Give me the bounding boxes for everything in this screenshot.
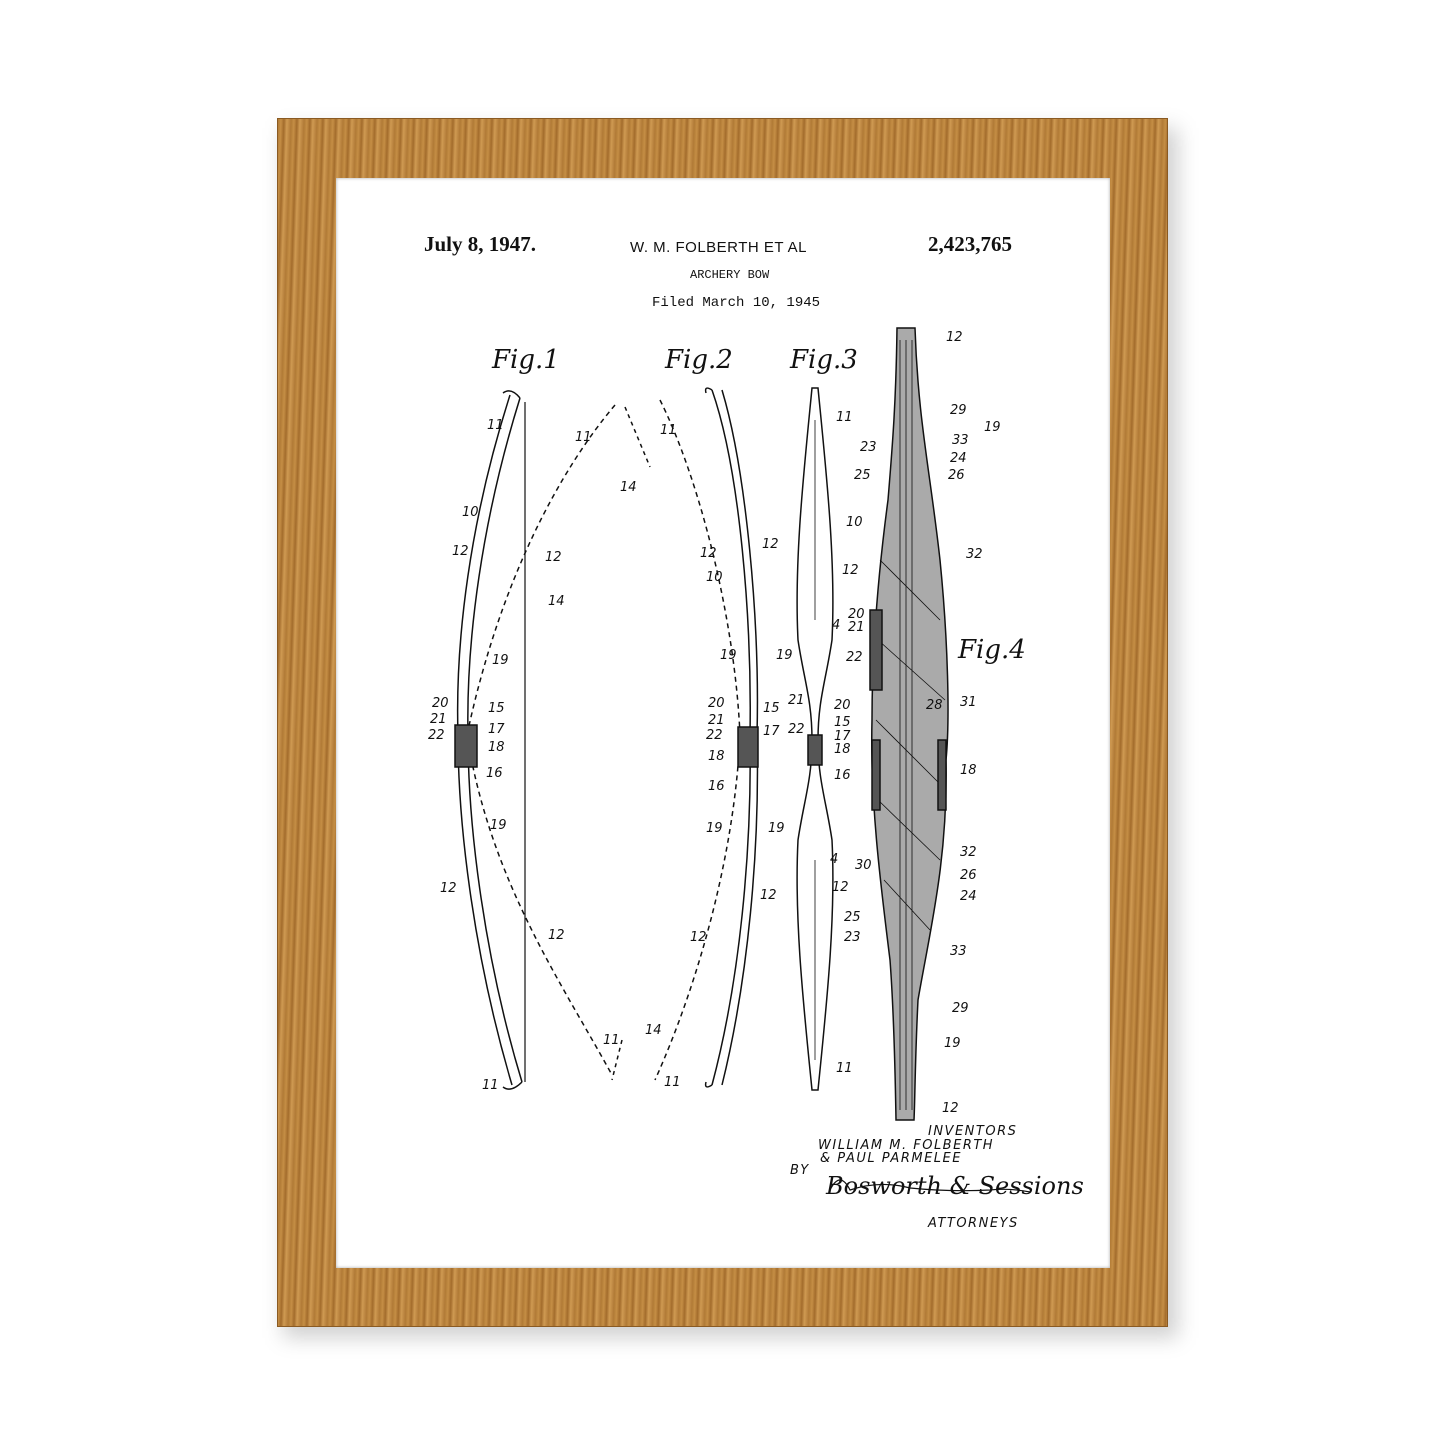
- fig3-reference-numeral: 16: [834, 768, 851, 783]
- fig4-reference-numeral: 33: [950, 944, 967, 959]
- fig1-reference-numeral: 15: [488, 701, 505, 716]
- fig4-reference-numeral: 12: [942, 1101, 959, 1116]
- fig4-reference-numeral: 22: [846, 650, 863, 665]
- fig1-reference-numeral: 19: [490, 818, 507, 833]
- fig1-reference-numeral: 21: [430, 712, 447, 727]
- fig4-reference-numeral: 24: [960, 889, 977, 904]
- fig2-reference-numeral: 19: [720, 648, 737, 663]
- fig3-reference-numeral: 11: [836, 410, 853, 425]
- fig1-reference-numeral: 18: [488, 740, 505, 755]
- fig2-reference-numeral: 21: [708, 713, 725, 728]
- by-label: BY: [790, 1163, 810, 1178]
- patent-title: ARCHERY BOW: [690, 268, 770, 282]
- fig3-reference-numeral: 11: [836, 1061, 853, 1076]
- fig4-reference-numeral: 31: [960, 695, 977, 710]
- fig4-reference-numeral: 19: [944, 1036, 961, 1051]
- fig3-reference-numeral: 15: [834, 715, 851, 730]
- fig4-reference-numeral: 26: [960, 868, 977, 883]
- fig4-reference-numeral: 20: [848, 607, 865, 622]
- fig4-reference-numeral: 26: [948, 468, 965, 483]
- fig2-reference-numeral: 10: [706, 570, 723, 585]
- fig2-label: Fig.2: [665, 345, 733, 375]
- fig4-reference-numeral: 29: [950, 403, 967, 418]
- fig1-reference-numeral: 11: [482, 1078, 499, 1093]
- fig2-reference-numeral: 18: [708, 749, 725, 764]
- fig2-reference-numeral: 20: [708, 696, 725, 711]
- fig4-reference-numeral: 33: [952, 433, 969, 448]
- print-paper: [336, 178, 1110, 1268]
- fig2-reference-numeral: 16: [708, 779, 725, 794]
- fig2-reference-numeral: 12: [762, 537, 779, 552]
- fig3-reference-numeral: 19: [776, 648, 793, 663]
- fig1-reference-numeral: 12: [452, 544, 469, 559]
- fig4-reference-numeral: 32: [966, 547, 983, 562]
- fig2-reference-numeral: 12: [760, 888, 777, 903]
- filed-date: Filed March 10, 1945: [652, 295, 821, 311]
- fig4-reference-numeral: 29: [952, 1001, 969, 1016]
- patent-date: July 8, 1947.: [424, 232, 537, 256]
- fig4-reference-numeral: 30: [855, 858, 872, 873]
- fig1-reference-numeral: 20: [432, 696, 449, 711]
- attorneys-label: ATTORNEYS: [928, 1216, 1019, 1231]
- fig4-reference-numeral: 12: [946, 330, 963, 345]
- fig1-reference-numeral: 12: [440, 881, 457, 896]
- fig4-reference-numeral: 25: [854, 468, 871, 483]
- fig4-bow-section: [869, 327, 949, 1121]
- fig1-reference-numeral: 12: [548, 928, 565, 943]
- fig3-reference-numeral: 4: [830, 852, 839, 867]
- fig1-reference-numeral: 11: [603, 1033, 620, 1048]
- fig4-label: Fig.4: [958, 635, 1026, 665]
- fig1-reference-numeral: 11: [575, 430, 592, 445]
- patent-number: 2,423,765: [928, 232, 1012, 256]
- fig1-reference-numeral: 14: [620, 480, 637, 495]
- fig3-bow-front: [796, 387, 834, 1091]
- fig4-reference-numeral: 21: [848, 620, 865, 635]
- fig1-reference-numeral: 17: [488, 722, 505, 737]
- fig2-reference-numeral: 22: [706, 728, 723, 743]
- fig2-reference-numeral: 15: [763, 701, 780, 716]
- fig3-reference-numeral: 12: [842, 563, 859, 578]
- fig1-reference-numeral: 14: [548, 594, 565, 609]
- fig2-reference-numeral: 11: [660, 423, 677, 438]
- fig1-bow: [454, 390, 651, 1090]
- inventor-1: WILLIAM M. FOLBERTH: [818, 1138, 995, 1153]
- fig3-reference-numeral: 4: [832, 618, 841, 633]
- fig3-reference-numeral: 21: [788, 693, 805, 708]
- fig3-label: Fig.3: [790, 345, 858, 375]
- fig3-reference-numeral: 22: [788, 722, 805, 737]
- fig2-bow: [654, 387, 759, 1088]
- fig1-reference-numeral: 16: [486, 766, 503, 781]
- fig4-reference-numeral: 19: [984, 420, 1001, 435]
- fig3-reference-numeral: 18: [834, 742, 851, 757]
- fig4-reference-numeral: 28: [926, 698, 943, 713]
- fig4-reference-numeral: 18: [960, 763, 977, 778]
- fig3-reference-numeral: 12: [832, 880, 849, 895]
- fig4-reference-numeral: 32: [960, 845, 977, 860]
- fig2-reference-numeral: 19: [706, 821, 723, 836]
- fig3-reference-numeral: 20: [834, 698, 851, 713]
- inventor-line: W. M. FOLBERTH ET AL: [630, 239, 807, 256]
- fig2-reference-numeral: 12: [690, 930, 707, 945]
- fig2-reference-numeral: 17: [763, 724, 780, 739]
- fig4-reference-numeral: 24: [950, 451, 967, 466]
- inventors-label: INVENTORS: [928, 1124, 1018, 1139]
- fig2-reference-numeral: 11: [664, 1075, 681, 1090]
- fig4-reference-numeral: 25: [844, 910, 861, 925]
- fig4-reference-numeral: 23: [844, 930, 861, 945]
- fig1-reference-numeral: 12: [545, 550, 562, 565]
- fig3-reference-numeral: 17: [834, 729, 851, 744]
- fig1-reference-numeral: 10: [462, 505, 479, 520]
- attorney-signature: Bosworth & Sessions: [826, 1172, 1084, 1200]
- fig3-reference-numeral: 10: [846, 515, 863, 530]
- fig1-reference-numeral: 14: [645, 1023, 662, 1038]
- fig1-reference-numeral: 19: [492, 653, 509, 668]
- fig1-label: Fig.1: [492, 345, 560, 375]
- fig4-reference-numeral: 23: [860, 440, 877, 455]
- fig1-reference-numeral: 22: [428, 728, 445, 743]
- fig3-reference-numeral: 19: [768, 821, 785, 836]
- fig2-reference-numeral: 12: [700, 546, 717, 561]
- signature-flourish: [829, 1179, 1031, 1193]
- inventor-2: & PAUL PARMELEE: [820, 1151, 962, 1166]
- fig1-reference-numeral: 11: [487, 418, 504, 433]
